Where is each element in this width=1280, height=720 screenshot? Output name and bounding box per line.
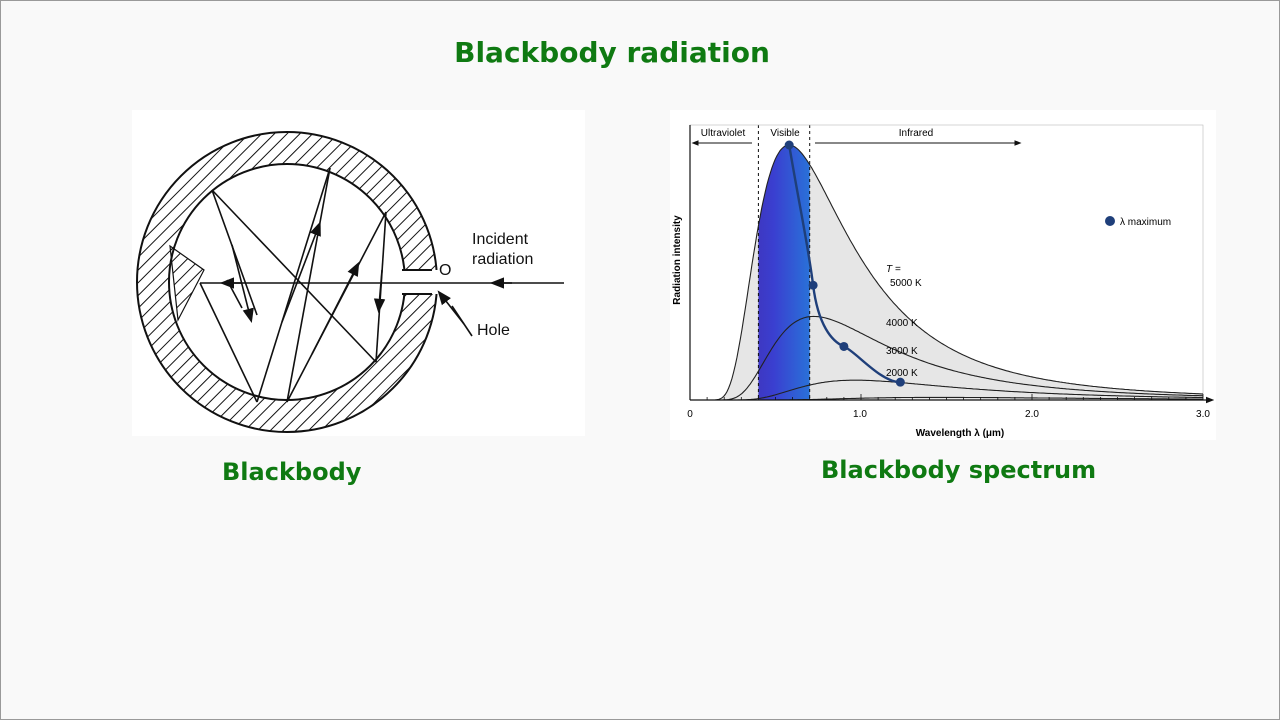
peak-wavelength-line (787, 144, 901, 384)
series-label-2000k: 2000 K (886, 368, 918, 379)
tick-label-0: 0 (687, 409, 693, 420)
blackbody-spectrum-panel: 0 1.0 2.0 3.0 Wavelength λ (μm) Radiatio… (670, 110, 1216, 440)
x-axis-label: Wavelength λ (μm) (916, 428, 1005, 439)
region-label-ultraviolet: Ultraviolet (701, 128, 746, 139)
series-label-4000k: 4000 K (886, 318, 918, 329)
label-o: O (439, 262, 451, 279)
peak-marker-3000k (839, 341, 849, 351)
peak-marker-5000k (784, 140, 794, 150)
blackbody-spectrum-chart: 0 1.0 2.0 3.0 Wavelength λ (μm) Radiatio… (672, 124, 1215, 439)
blackbody-cavity-diagram: Incident radiation O Hole (136, 130, 564, 434)
blackbody-diagram-panel: Incident radiation O Hole (132, 110, 585, 436)
label-incident-line1: Incident (472, 231, 529, 248)
caption-blackbody: Blackbody (222, 458, 362, 486)
series-label-5000k: 5000 K (890, 278, 922, 289)
slide-title: Blackbody radiation (454, 36, 770, 69)
label-hole: Hole (477, 322, 510, 339)
visible-spectrum-band (758, 145, 810, 400)
tick-label-3: 3.0 (1196, 409, 1210, 420)
tick-label-1: 1.0 (853, 409, 867, 420)
absorbing-patch (169, 244, 205, 323)
peak-marker-4000k (808, 280, 818, 290)
ray-paths (199, 167, 564, 403)
temperature-label: T = (886, 264, 901, 275)
area-under-5000k (703, 145, 1203, 400)
legend-marker (1105, 216, 1115, 226)
curve-3000k (703, 379, 1203, 401)
legend-label: λ maximum (1120, 217, 1171, 228)
caption-blackbody-spectrum: Blackbody spectrum (821, 456, 1097, 484)
tick-label-2: 2.0 (1025, 409, 1039, 420)
hole-opening (400, 270, 442, 294)
peak-marker-2000k (895, 377, 905, 387)
y-axis-label: Radiation intensity (672, 215, 683, 305)
region-label-visible: Visible (770, 128, 800, 139)
series-label-3000k: 3000 K (886, 346, 918, 357)
region-label-infrared: Infrared (899, 128, 933, 139)
curve-4000k (703, 315, 1204, 401)
label-incident-line2: radiation (472, 251, 533, 268)
